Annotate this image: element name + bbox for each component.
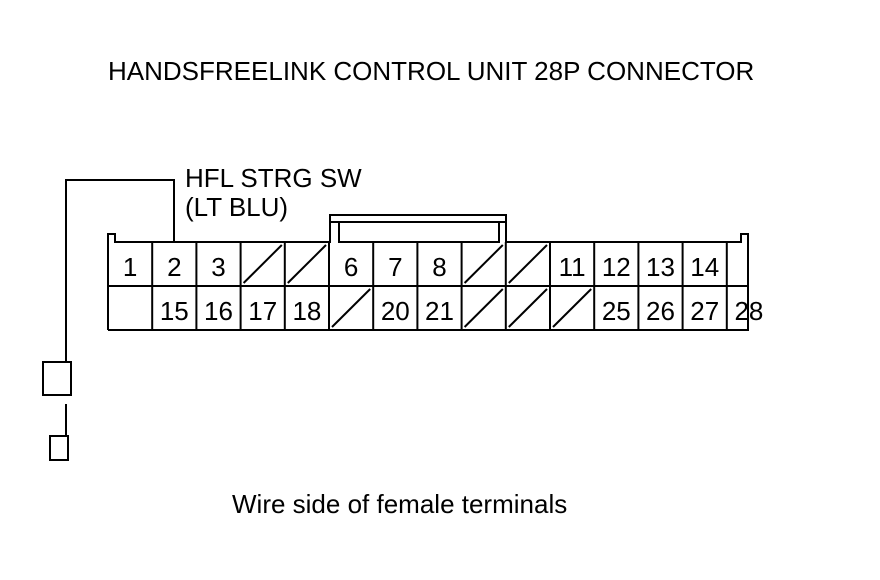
unused-terminal-slash xyxy=(508,288,548,328)
footer-caption: Wire side of female terminals xyxy=(232,489,567,519)
unused-terminal-slash xyxy=(508,244,548,284)
terminal-number: 21 xyxy=(425,296,454,326)
connector-bottom-row: 15 16 17 18 20 21 25 26 27 28 xyxy=(151,286,763,330)
terminal-number: 15 xyxy=(160,296,189,326)
wire-label-color: (LT BLU) xyxy=(185,192,288,222)
diagram-title: HANDSFREELINK CONTROL UNIT 28P CONNECTOR xyxy=(108,56,754,86)
terminal-number: 18 xyxy=(292,296,321,326)
terminal-number: 25 xyxy=(602,296,631,326)
connector-housing xyxy=(107,214,749,331)
terminal-number: 2 xyxy=(167,252,181,282)
terminal-number: 17 xyxy=(248,296,277,326)
unused-terminal-slash xyxy=(242,244,283,284)
terminal-number: 7 xyxy=(388,252,402,282)
terminal-number: 3 xyxy=(211,252,225,282)
unused-terminal-slash xyxy=(463,288,504,328)
terminal-number: 6 xyxy=(344,252,358,282)
connector-lock-tab xyxy=(338,221,500,243)
terminal-number: 20 xyxy=(381,296,410,326)
unused-terminal-slash xyxy=(552,288,592,328)
terminal-number: 12 xyxy=(602,252,631,282)
wire-line xyxy=(65,179,175,362)
terminal-number: 28 xyxy=(734,296,763,326)
terminal-number: 26 xyxy=(646,296,675,326)
terminal-number: 11 xyxy=(559,252,586,282)
switch-symbol-lower xyxy=(49,435,69,461)
unused-terminal-slash xyxy=(463,244,504,284)
terminal-number: 1 xyxy=(123,252,137,282)
terminal-number: 14 xyxy=(690,252,719,282)
unused-terminal-slash xyxy=(287,244,327,284)
wire-label-name: HFL STRG SW xyxy=(185,163,362,193)
switch-symbol-upper xyxy=(42,361,72,396)
unused-terminal-slash xyxy=(331,288,371,328)
terminal-number: 8 xyxy=(432,252,446,282)
terminal-number: 16 xyxy=(204,296,233,326)
terminal-number: 13 xyxy=(646,252,675,282)
terminal-number: 27 xyxy=(690,296,719,326)
